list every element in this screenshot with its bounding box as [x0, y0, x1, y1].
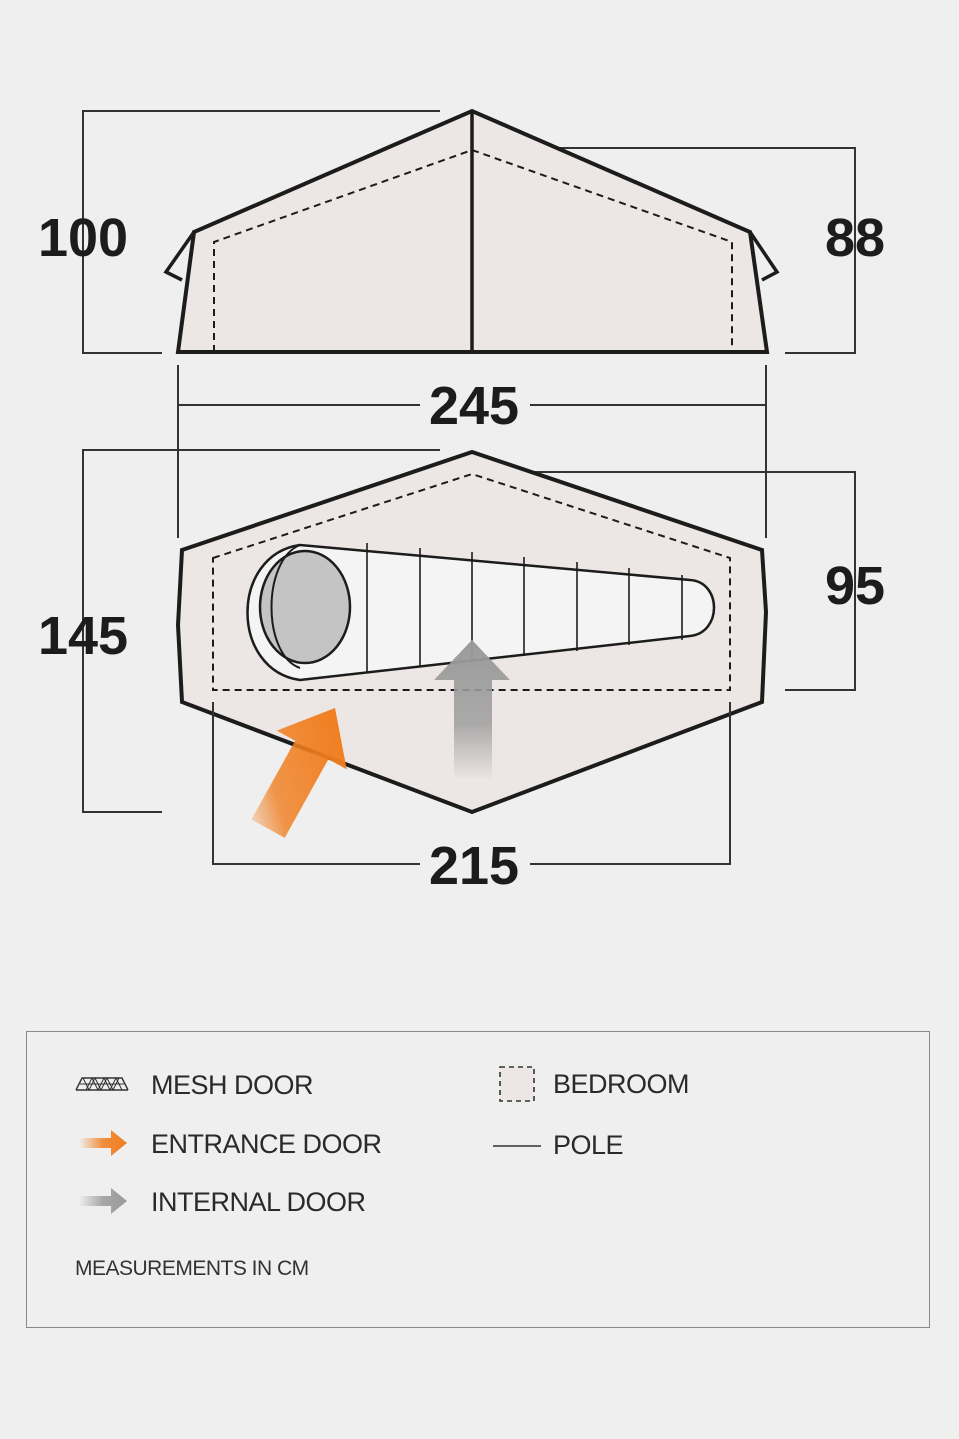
bedroom-outline	[212, 472, 731, 691]
legend-bedroom: BEDROOM	[553, 1069, 690, 1100]
legend-mesh-door: MESH DOOR	[151, 1070, 314, 1101]
legend-pole-label: POLE	[553, 1130, 624, 1160]
measurement-note: MEASUREMENTS IN CM	[75, 1257, 309, 1280]
tent-diagram: 100 88 245	[38, 108, 885, 896]
legend-entrance-door: ENTRANCE DOOR	[151, 1129, 382, 1160]
dim-label-95: 95	[825, 556, 885, 616]
sleeping-bag	[246, 543, 716, 682]
side-view: 100 88	[38, 108, 885, 354]
length-dimension: 245	[177, 365, 767, 538]
legend-entrance-door-label: ENTRANCE DOOR	[151, 1129, 382, 1159]
dim-line-right-height	[500, 147, 856, 354]
dim-line-bedroom-width	[498, 471, 856, 691]
side-bedroom-outline	[213, 148, 733, 352]
dim-line-bedroom-length	[212, 702, 420, 865]
entrance-door-arrow	[251, 708, 347, 838]
dim-label-245: 245	[429, 376, 519, 436]
internal-door-arrow	[434, 640, 510, 780]
pole-icon	[493, 1145, 541, 1147]
legend-internal-door-label: INTERNAL DOOR	[151, 1187, 366, 1217]
entrance-arrow-icon	[79, 1130, 127, 1156]
legend-mesh-door-label: MESH DOOR	[151, 1070, 314, 1100]
legend-bedroom-label: BEDROOM	[553, 1069, 690, 1099]
dim-line-floor-width	[82, 449, 440, 813]
dim-label-88: 88	[825, 208, 885, 268]
dim-label-100: 100	[38, 208, 128, 268]
top-view: 145 95 215	[38, 449, 885, 896]
legend-internal-door: INTERNAL DOOR	[151, 1187, 366, 1218]
internal-arrow-icon	[79, 1188, 127, 1214]
dim-label-145: 145	[38, 606, 128, 666]
flap-right	[748, 231, 780, 282]
bedroom-icon	[499, 1066, 535, 1102]
mesh-door-icon	[75, 1077, 129, 1091]
legend-pole: POLE	[553, 1130, 624, 1161]
dim-line-bedroom-length-right	[530, 702, 731, 865]
dim-line-left-height	[82, 110, 440, 354]
flap-left	[163, 230, 196, 282]
legend-box: MESH DOOR ENTRANCE DOOR INTERNAL DOOR	[26, 1031, 930, 1328]
dim-label-215: 215	[429, 836, 519, 896]
